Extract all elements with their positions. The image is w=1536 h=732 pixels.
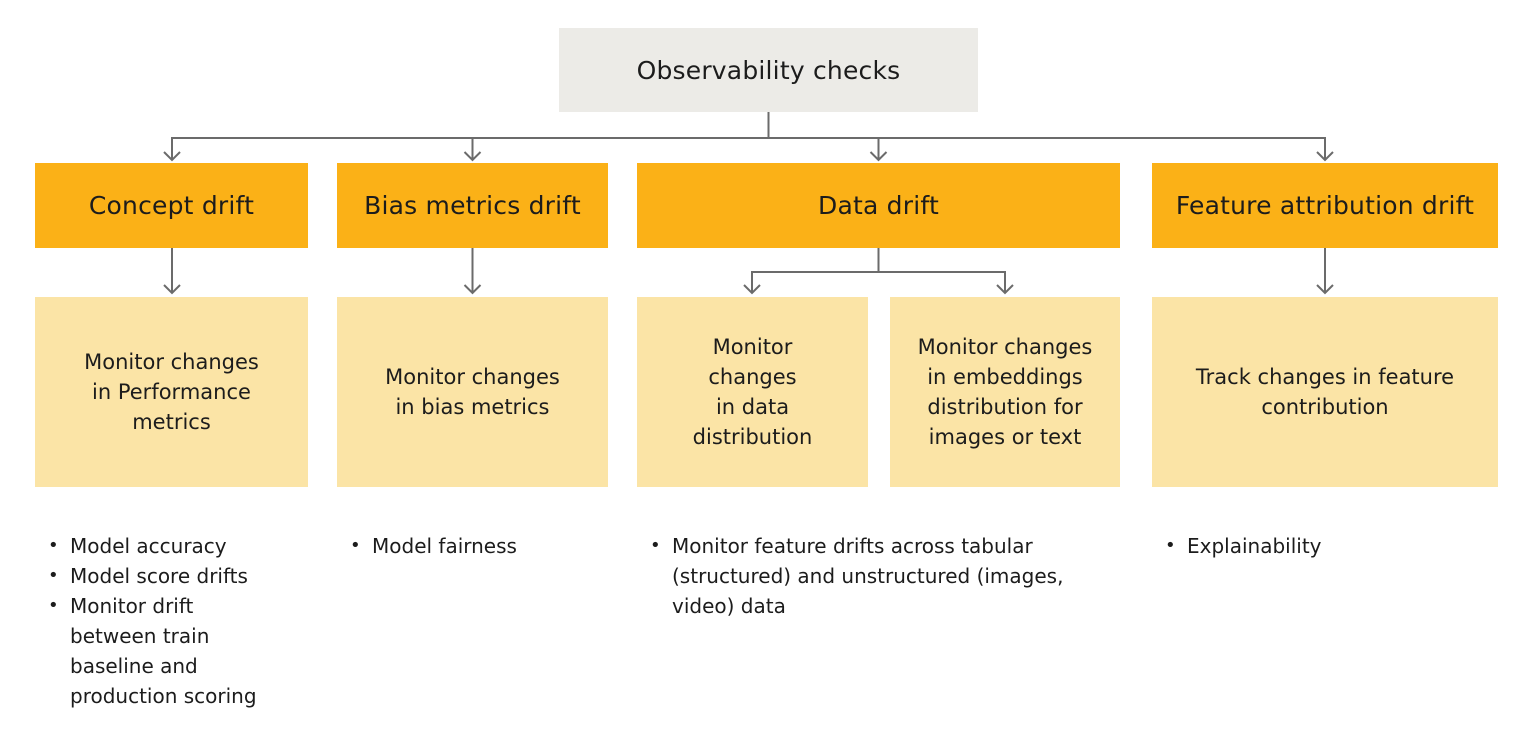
bullet-list-bias-metrics-drift: Model fairness: [347, 531, 627, 561]
bullet-list-data-drift: Monitor feature drifts across tabular (s…: [647, 531, 1147, 621]
sub-box-data-distribution: Monitor changes in data distribution: [637, 297, 868, 487]
bullet-item: Model accuracy: [45, 531, 335, 561]
bullet-item: Model fairness: [347, 531, 627, 561]
bullet-item: Explainability: [1162, 531, 1482, 561]
branch-header-concept-drift: Concept drift: [35, 163, 308, 248]
bullet-item: Model score drifts: [45, 561, 335, 591]
sub-box-performance-metrics: Monitor changes in Performance metrics: [35, 297, 308, 487]
bullet-item: Monitor drift between train baseline and…: [45, 591, 335, 711]
branch-header-data-drift: Data drift: [637, 163, 1120, 248]
root-node: Observability checks: [559, 28, 978, 112]
sub-box-embeddings-distribution: Monitor changes in embeddings distributi…: [890, 297, 1120, 487]
sub-box-feature-contribution: Track changes in feature contribution: [1152, 297, 1498, 487]
bullet-list-concept-drift: Model accuracy Model score drifts Monito…: [45, 531, 335, 711]
branch-header-feature-attribution-drift: Feature attribution drift: [1152, 163, 1498, 248]
sub-box-bias-metrics: Monitor changes in bias metrics: [337, 297, 608, 487]
bullet-list-feature-attribution-drift: Explainability: [1162, 531, 1482, 561]
bullet-item: Monitor feature drifts across tabular (s…: [647, 531, 1147, 621]
branch-header-bias-metrics-drift: Bias metrics drift: [337, 163, 608, 248]
